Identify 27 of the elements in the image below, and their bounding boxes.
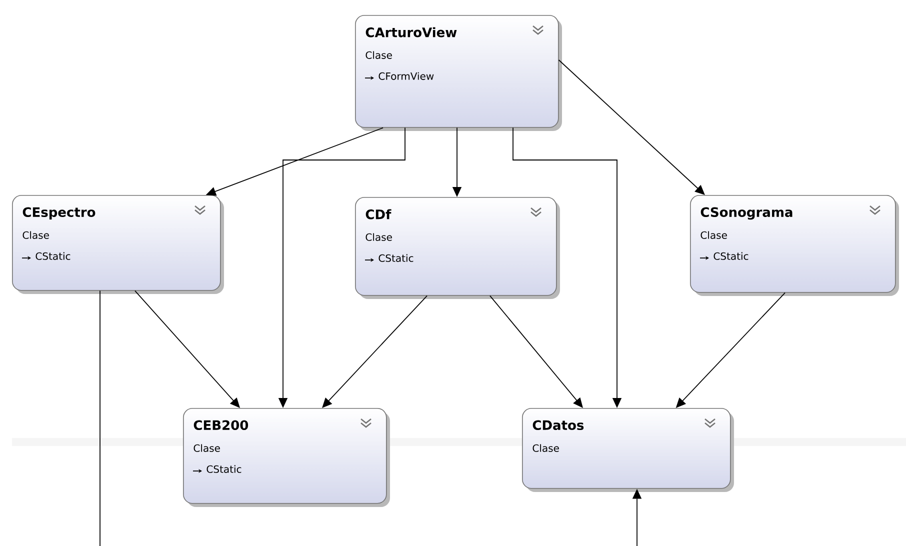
class-box <box>183 408 390 507</box>
base-class: CStatic <box>714 252 748 260</box>
base-class: CStatic <box>206 465 242 473</box>
class-box <box>522 408 734 492</box>
class-name: CDf <box>366 209 392 220</box>
class-name: CArturoView <box>366 27 457 38</box>
arrow <box>558 60 705 195</box>
arrow <box>134 290 240 408</box>
class-box <box>355 197 560 299</box>
class-kind: Clase <box>366 51 392 59</box>
class-box <box>355 15 562 131</box>
class-kind: Clase <box>700 231 727 239</box>
class-kind: Clase <box>532 444 559 452</box>
class-kind: Clase <box>22 231 49 239</box>
base-class: CStatic <box>378 254 414 262</box>
class-kind: Clase <box>366 233 392 241</box>
class-name: CEspectro <box>22 207 96 220</box>
base-class: CFormView <box>378 72 434 80</box>
base-class: CStatic <box>36 252 70 260</box>
class-name: CDatos <box>532 420 584 430</box>
class-name: CSonograma <box>700 207 792 220</box>
arrow <box>322 295 428 408</box>
class-box <box>690 195 899 296</box>
class-name: CEB200 <box>194 420 248 430</box>
class-box <box>12 195 224 294</box>
class-kind: Clase <box>194 444 220 452</box>
arrow <box>490 295 583 408</box>
